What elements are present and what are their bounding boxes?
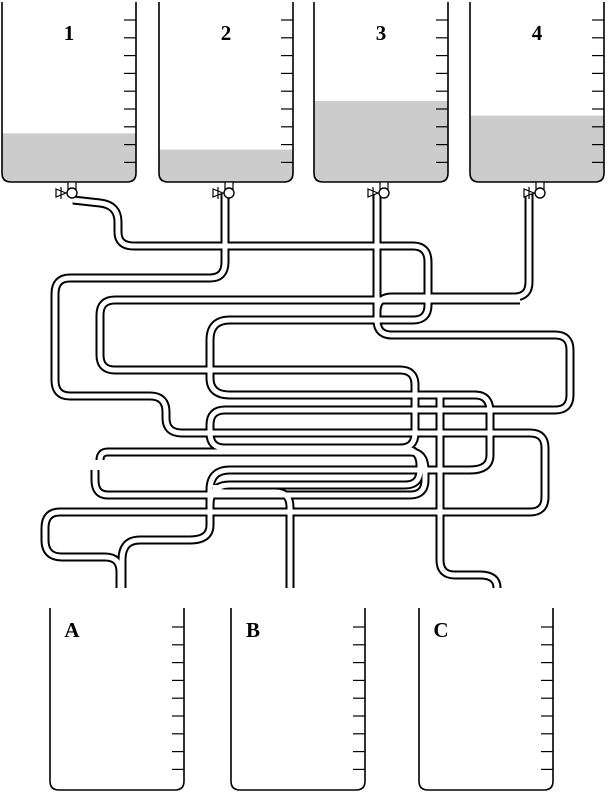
target-container-B: B — [230, 608, 366, 791]
target-container-A: A — [49, 608, 185, 791]
target-containers: A B C — [49, 608, 554, 791]
valve-icon[interactable] — [55, 187, 78, 199]
container-label: C — [433, 618, 448, 642]
container-label: 2 — [221, 21, 232, 45]
source-container-2: 2 — [158, 2, 294, 199]
liquid-level-1 — [2, 133, 136, 182]
container-outline — [49, 608, 185, 791]
container-label: A — [64, 618, 80, 642]
liquid-level-2 — [159, 149, 293, 182]
container-label: 3 — [376, 21, 387, 45]
liquid-level-3 — [314, 101, 448, 182]
container-label: B — [246, 618, 260, 642]
liquid-level-4 — [470, 115, 604, 182]
pipe-network — [40, 193, 575, 589]
source-container-1: 1 — [1, 2, 137, 199]
valve-icon[interactable] — [523, 187, 546, 199]
container-label: 4 — [532, 21, 543, 45]
valve-icon[interactable] — [367, 187, 390, 199]
source-container-3: 3 — [313, 2, 449, 199]
source-containers: 1 2 3 4 — [1, 2, 605, 199]
pipe-b-loop — [210, 484, 295, 588]
pipe-to-b — [205, 443, 425, 515]
source-container-4: 4 — [469, 2, 605, 199]
container-label: 1 — [64, 21, 75, 45]
container-outline — [418, 608, 554, 791]
container-outline — [230, 608, 366, 791]
pipe-from-4 — [372, 193, 534, 313]
valve-icon[interactable] — [212, 187, 235, 199]
target-container-C: C — [418, 608, 554, 791]
